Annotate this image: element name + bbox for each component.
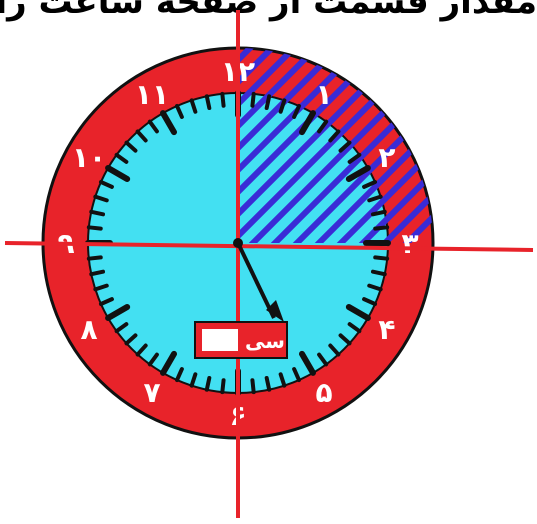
minute-tick	[207, 96, 209, 108]
minute-tick	[267, 378, 269, 390]
hour-numeral: ۴	[378, 313, 395, 346]
minute-tick	[252, 94, 253, 106]
brand-plate: سی	[195, 322, 287, 358]
minute-tick	[375, 227, 387, 228]
minute-tick	[267, 96, 269, 108]
hatch-line	[0, 30, 48, 260]
hour-numeral: ۲	[378, 141, 395, 174]
minute-tick	[207, 378, 209, 390]
hour-numeral: ۵	[315, 376, 332, 409]
center-pin	[233, 238, 243, 248]
minute-tick	[91, 272, 103, 274]
minute-tick	[373, 212, 385, 214]
hatch-line	[0, 30, 4, 260]
minute-tick	[222, 94, 223, 106]
brand-label: سی	[245, 329, 285, 353]
hour-numeral: ۳	[401, 227, 418, 260]
hatch-line	[0, 30, 26, 260]
minute-tick	[89, 227, 101, 228]
hour-numeral: ۱	[315, 78, 332, 111]
minute-tick	[373, 272, 385, 274]
minute-tick	[89, 257, 101, 258]
minute-tick	[222, 380, 223, 392]
hour-numeral: ۱۱	[135, 78, 169, 111]
hour-numeral: ۱۰	[72, 141, 106, 174]
minute-tick	[252, 380, 253, 392]
hour-numeral: ۸	[80, 313, 97, 346]
minute-tick	[91, 212, 103, 214]
hour-numeral: ۷	[143, 376, 160, 409]
minute-tick	[375, 257, 387, 258]
